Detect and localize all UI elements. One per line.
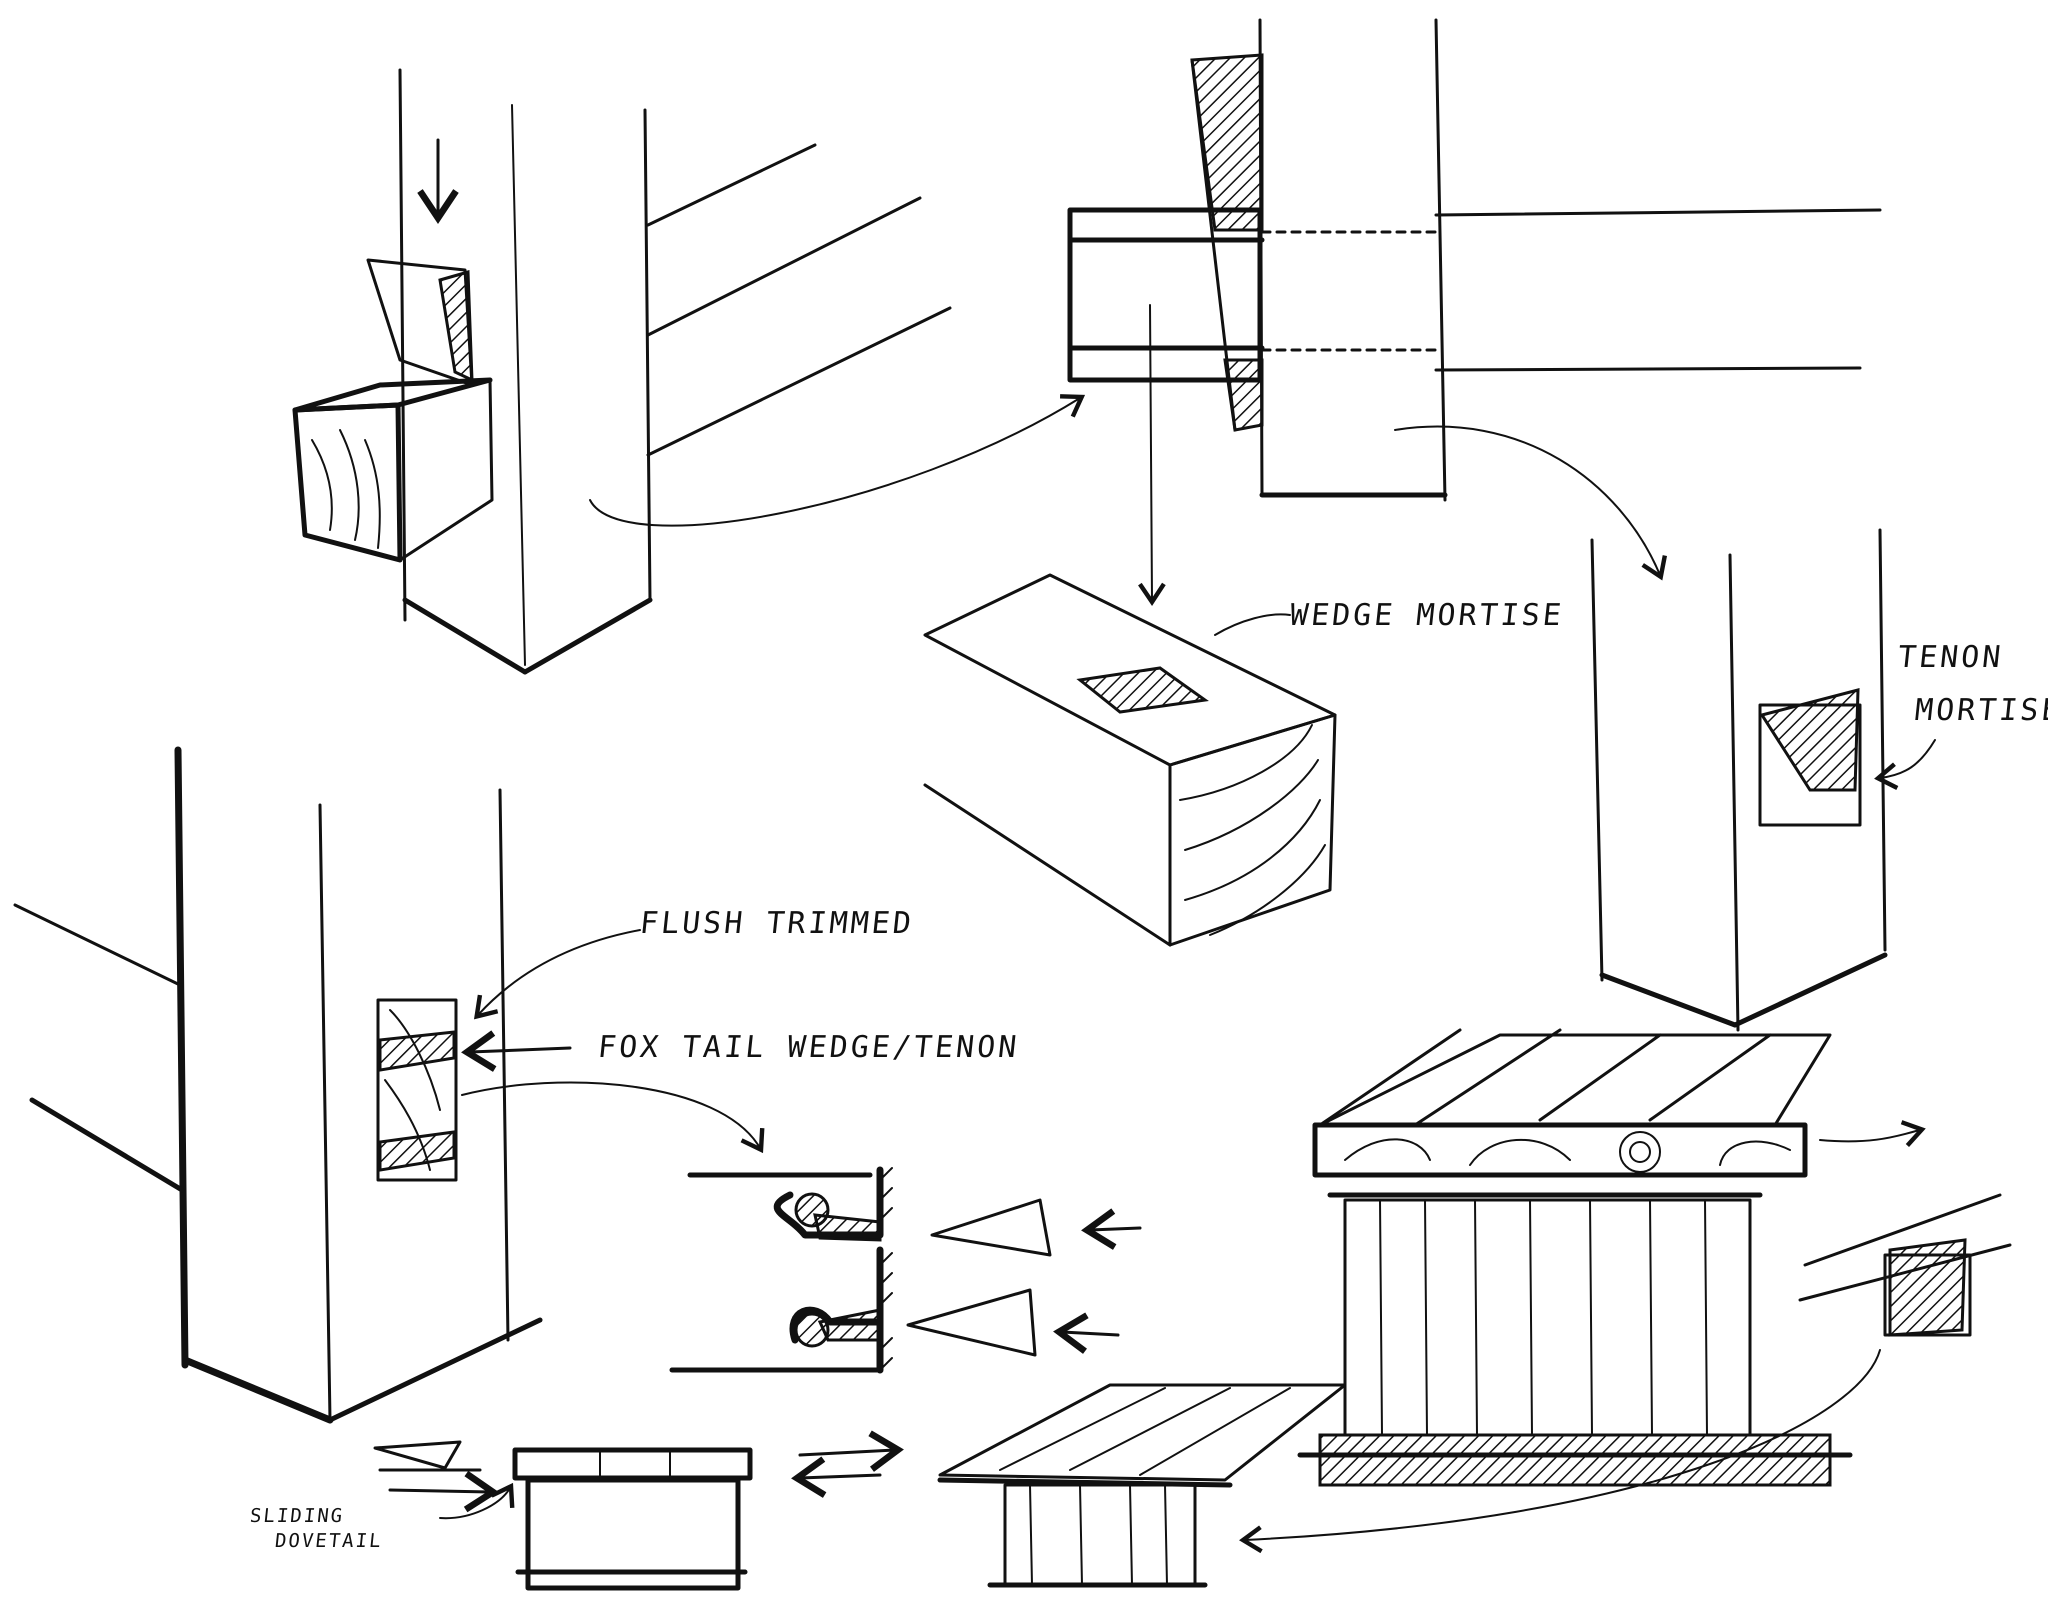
flush-trimmed-label: FLUSH TRIMMED [638,906,916,941]
tenon-mortise-post-sketch [1590,528,1936,1032]
wedge-mortise-beam-sketch [923,573,1337,947]
tenon-mortise-label-line1: TENON [1896,640,2006,675]
slatted-bench-sketch [1297,1028,2012,1487]
tenon-mortise-label-line2: MORTISE [1913,693,2048,728]
fox-tail-label: FOX TAIL WEDGE/TENON [596,1030,1022,1065]
sliding-dovetail-label-line1: SLIDING [248,1505,346,1527]
tabletop-legs-sketch [937,1349,1881,1588]
sliding-dovetail-label-line2: DOVETAIL [273,1530,384,1552]
post-with-beams-sketch [292,68,1086,675]
wedge-mortise-label: WEDGE MORTISE [1288,598,1566,633]
fox-tail-post-sketch [13,746,765,1424]
sliding-dovetail-sketch [373,1430,904,1591]
wedge-section-sketch [1067,18,1882,606]
fox-tail-detail-sketch [669,1166,1142,1374]
